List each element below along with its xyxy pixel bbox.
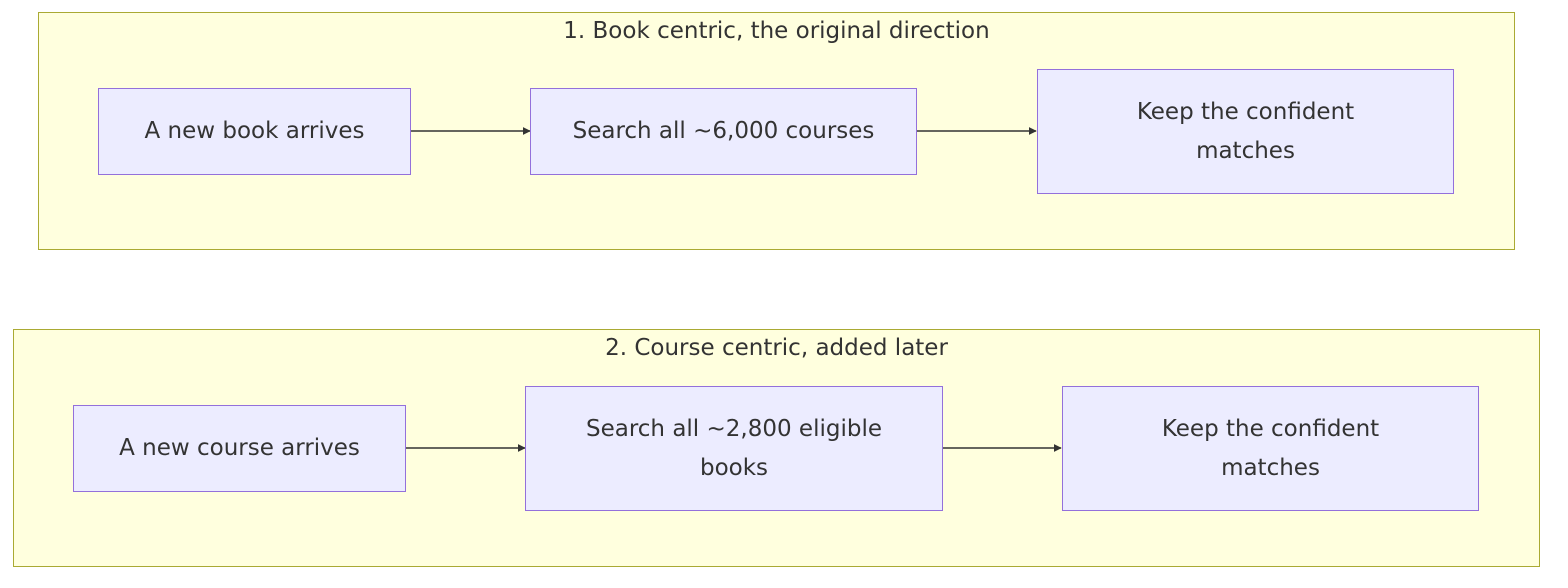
node-label: Search all ~6,000 courses bbox=[572, 118, 875, 144]
cluster-title: 1. Book centric, the original direction bbox=[563, 18, 990, 44]
node-label: A new course arrives bbox=[119, 435, 360, 461]
node-label: Keep the confident matches bbox=[1161, 415, 1380, 481]
node-keep-confident-matches: Keep the confident matches bbox=[1037, 69, 1454, 194]
node-search-eligible-books: Search all ~2,800 eligible books bbox=[525, 386, 943, 511]
node-label: Keep the confident matches bbox=[1136, 98, 1355, 164]
node-label: A new book arrives bbox=[144, 118, 365, 144]
cluster-title: 2. Course centric, added later bbox=[605, 335, 948, 361]
node-keep-confident-matches: Keep the confident matches bbox=[1062, 386, 1479, 511]
node-new-book-arrives: A new book arrives bbox=[98, 88, 411, 175]
node-label: Search all ~2,800 eligible books bbox=[585, 415, 882, 481]
node-new-course-arrives: A new course arrives bbox=[73, 405, 406, 492]
node-search-all-courses: Search all ~6,000 courses bbox=[530, 88, 917, 175]
